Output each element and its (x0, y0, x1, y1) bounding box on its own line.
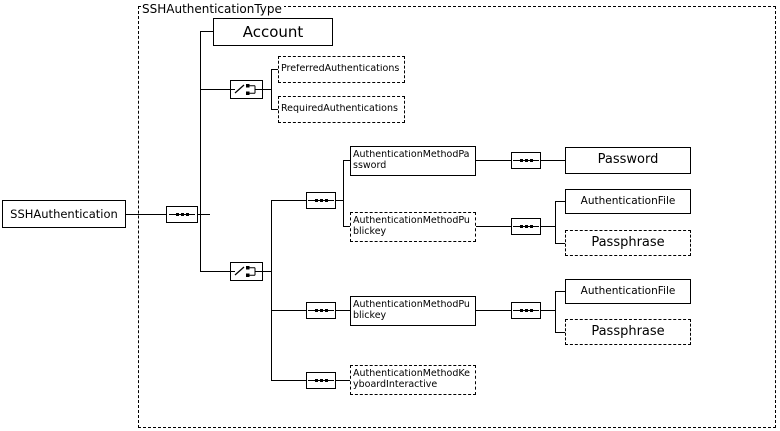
connector-line (336, 200, 344, 201)
sequence-icon (513, 309, 539, 312)
node-passphrase-b[interactable]: Passphrase (565, 319, 691, 345)
node-label: AuthenticationMethodPublickey (353, 300, 470, 321)
node-authenticationfile-a[interactable]: AuthenticationFile (565, 189, 691, 214)
connector-line (200, 89, 230, 90)
node-password[interactable]: Password (565, 147, 691, 174)
sequence-icon-publickey-b[interactable] (511, 302, 541, 319)
node-account[interactable]: Account (213, 18, 333, 46)
choice-icon (231, 84, 262, 95)
sequence-icon (513, 159, 539, 162)
connector-line (555, 243, 566, 244)
node-passphrase-a[interactable]: Passphrase (565, 230, 691, 256)
connector-line (476, 310, 511, 311)
node-label: Account (242, 23, 304, 41)
connector-line (343, 160, 351, 161)
connector-line (343, 226, 351, 227)
connector-line (126, 214, 166, 215)
node-authenticationfile-b[interactable]: AuthenticationFile (565, 279, 691, 304)
node-label: Passphrase (591, 324, 665, 339)
node-authenticationmethodpublickey-b[interactable]: AuthenticationMethodPublickey (350, 296, 476, 326)
connector-line (263, 271, 272, 272)
node-requiredauthentications[interactable]: RequiredAuthentications (278, 96, 405, 123)
connector-trunk (271, 69, 272, 110)
node-label: Passphrase (591, 235, 665, 250)
node-label: AuthenticationMethodKeyboardInteractive (353, 369, 470, 390)
connector-line (555, 332, 566, 333)
connector-line (541, 310, 556, 311)
connector-line (336, 310, 351, 311)
sequence-icon (513, 225, 539, 228)
node-label: SSHAuthentication (10, 207, 118, 221)
choice-icon (231, 266, 262, 277)
connector-line (271, 69, 280, 70)
sequence-icon-root[interactable] (166, 206, 198, 223)
sequence-icon-password-leaf[interactable] (511, 152, 541, 169)
connector-line (336, 380, 351, 381)
connector-trunk (271, 200, 272, 380)
connector-line (271, 109, 280, 110)
choice-icon-main[interactable] (230, 262, 263, 281)
connector-line (200, 271, 230, 272)
node-label: AuthenticationMethodPublickey (353, 216, 470, 237)
sequence-icon-keyboard[interactable] (306, 372, 336, 389)
sequence-icon (169, 213, 195, 216)
connector-line (200, 31, 213, 32)
connector-trunk (343, 160, 344, 226)
sequence-icon-publickey-a[interactable] (511, 218, 541, 235)
node-label: RequiredAuthentications (281, 104, 398, 115)
sequence-icon (308, 199, 334, 202)
node-authenticationmethodpassword[interactable]: AuthenticationMethodPassword (350, 146, 476, 176)
node-label: AuthenticationFile (580, 285, 676, 297)
node-label: Password (597, 153, 659, 168)
connector-line (271, 380, 306, 381)
node-sshauthentication[interactable]: SSHAuthentication (2, 200, 126, 228)
connector-trunk (555, 291, 556, 333)
connector-line (541, 226, 556, 227)
sequence-icon (308, 379, 334, 382)
sequence-icon-password-branch[interactable] (306, 192, 336, 209)
sequence-icon (308, 309, 334, 312)
node-authenticationmethodpublickey-a[interactable]: AuthenticationMethodPublickey (350, 212, 476, 242)
sequence-icon-publickey-b-branch[interactable] (306, 302, 336, 319)
choice-icon-top[interactable] (230, 80, 263, 99)
node-label: PreferredAuthentications (281, 64, 400, 75)
connector-line (555, 201, 566, 202)
connector-trunk (200, 31, 201, 272)
node-label: AuthenticationFile (580, 195, 676, 207)
connector-line (541, 160, 565, 161)
connector-trunk (555, 201, 556, 244)
connector-line (476, 226, 511, 227)
node-authenticationmethodkeyboardinteractive[interactable]: AuthenticationMethodKeyboardInteractive (350, 365, 476, 395)
connector-line (476, 160, 511, 161)
connector-line (198, 214, 210, 215)
complextype-container (138, 6, 776, 428)
connector-line (555, 291, 566, 292)
connector-line (271, 310, 306, 311)
connector-line (271, 200, 306, 201)
connector-line (263, 89, 272, 90)
node-preferredauthentications[interactable]: PreferredAuthentications (278, 56, 405, 83)
complextype-title: SSHAuthenticationType (141, 2, 284, 16)
node-label: AuthenticationMethodPassword (353, 150, 470, 171)
